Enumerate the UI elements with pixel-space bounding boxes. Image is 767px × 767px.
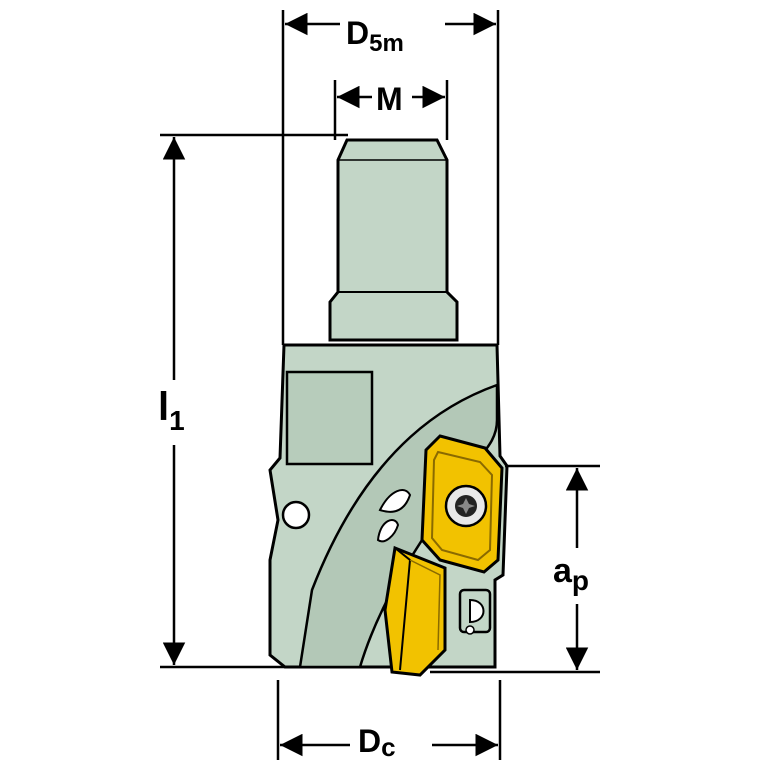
coolant-hole — [281, 500, 311, 530]
milling-cutter — [268, 138, 509, 677]
label-ap: ap — [553, 552, 589, 596]
upper-insert — [420, 434, 504, 574]
shank — [328, 138, 459, 342]
lower-insert — [383, 545, 447, 677]
body-flat — [285, 370, 374, 466]
flute-slot — [378, 489, 412, 513]
dimension-arrows — [162, 12, 589, 757]
flute-slot-2 — [376, 519, 400, 543]
label-l1: l1 — [158, 385, 185, 436]
label-m: M — [376, 81, 403, 117]
screw-seat-mark — [469, 598, 485, 624]
label-dc: Dc — [358, 723, 396, 762]
small-hole — [465, 625, 475, 635]
extension-lines — [160, 10, 600, 760]
label-d5m: D5m — [346, 15, 404, 57]
